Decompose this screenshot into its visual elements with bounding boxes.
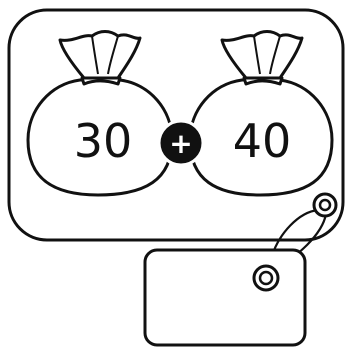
right-bag-value: 40 [233, 114, 292, 168]
tag-eyelet-icon [254, 266, 278, 290]
price-tag-icon[interactable] [145, 250, 305, 345]
card-eyelet-icon [314, 194, 336, 216]
left-bag-value: 30 [74, 114, 133, 168]
answer-tag[interactable] [145, 250, 305, 345]
operator-symbol: + [169, 127, 192, 160]
operator: + [159, 121, 203, 165]
